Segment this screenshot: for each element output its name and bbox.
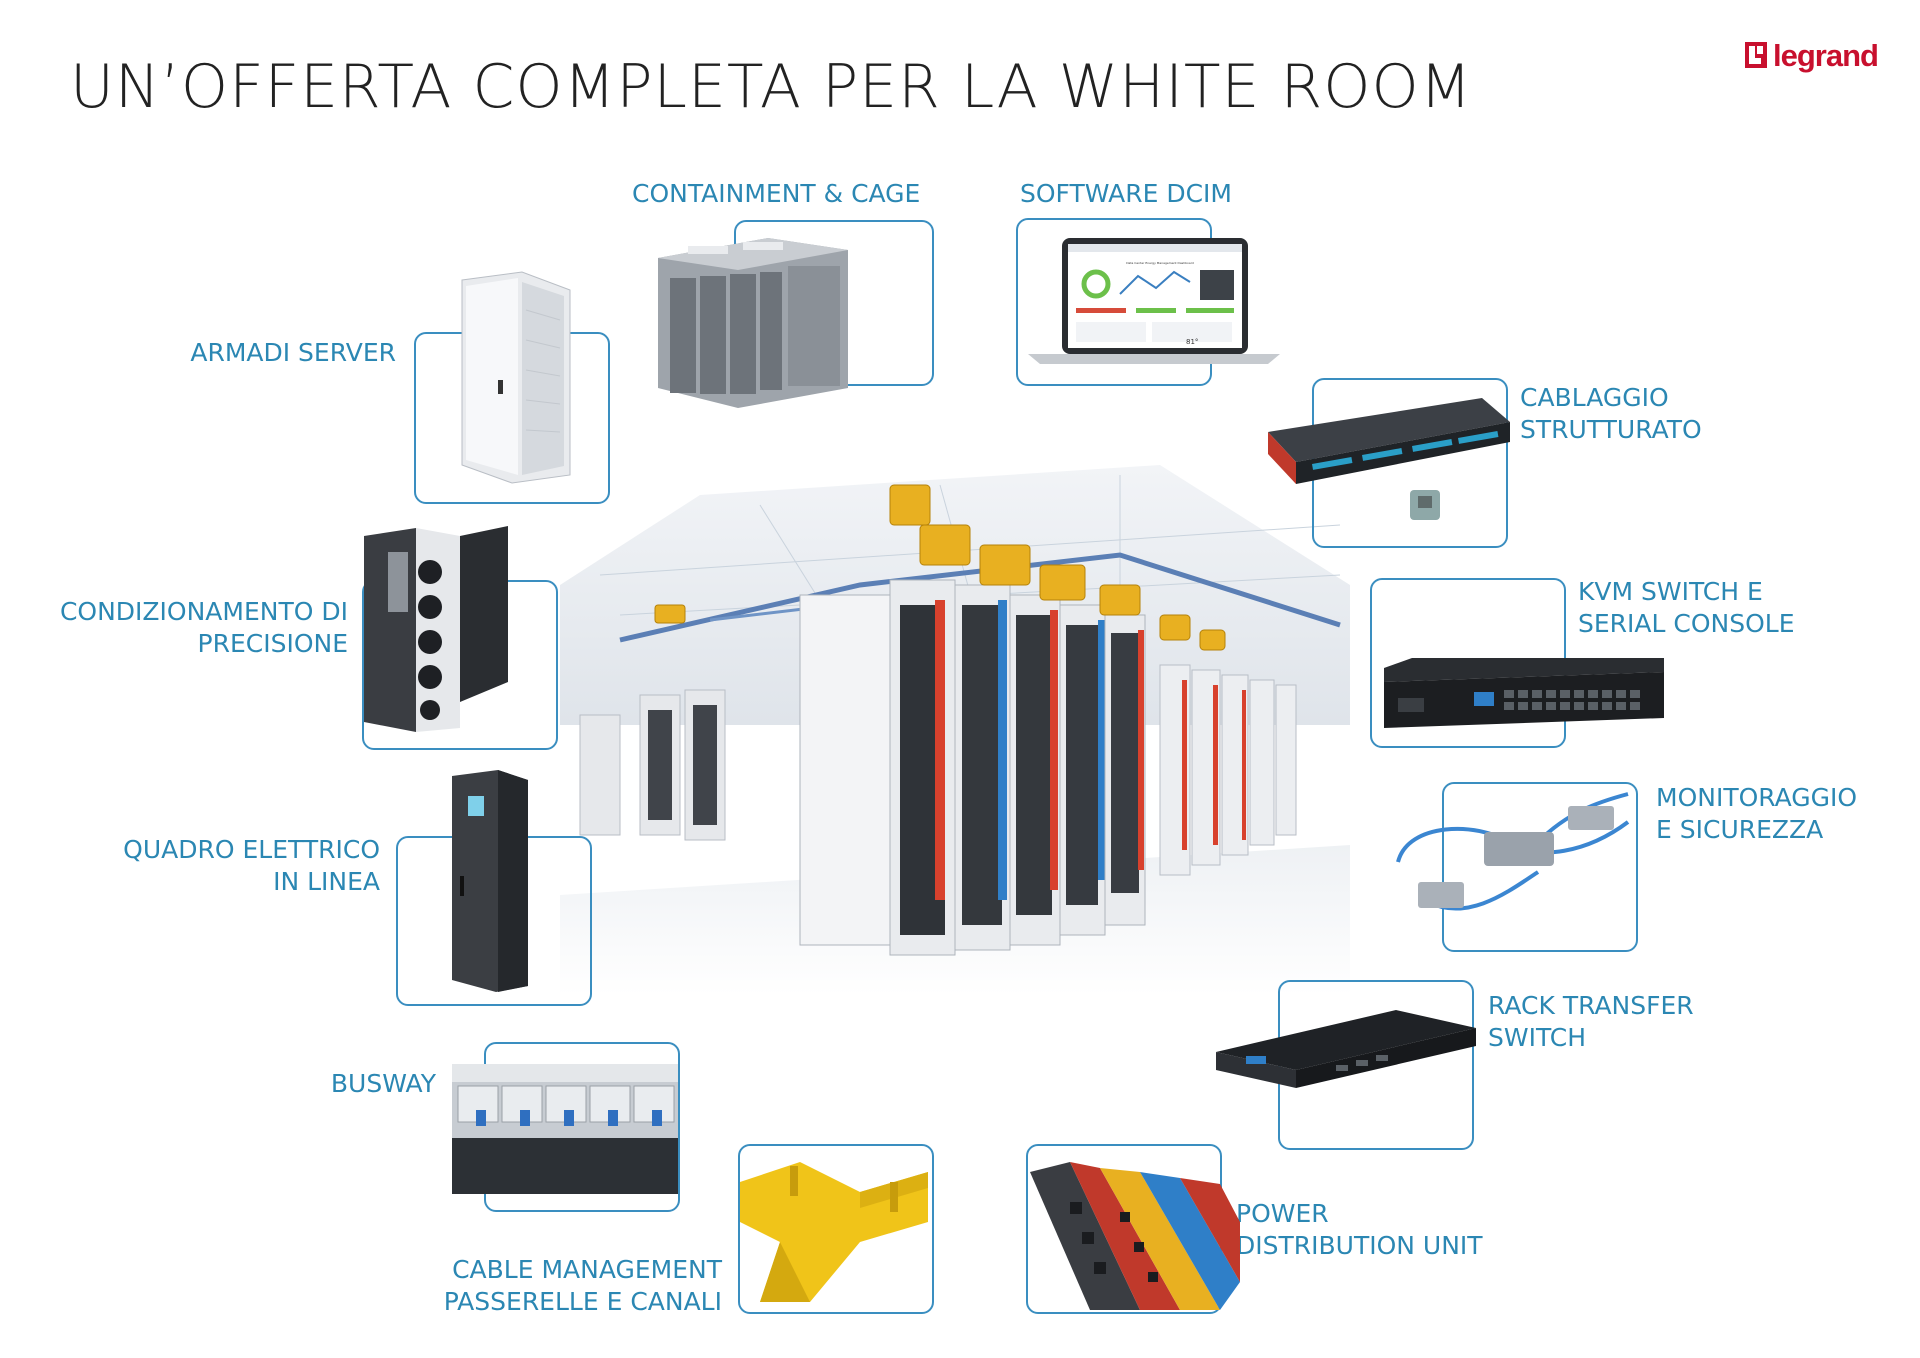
page-title: UN’OFFERTA COMPLETA PER LA WHITE ROOM bbox=[70, 52, 1473, 122]
sensor-monitoring-icon bbox=[1396, 792, 1630, 911]
transfer-switch-icon bbox=[1216, 1010, 1476, 1088]
pdu-icon bbox=[1030, 1162, 1240, 1310]
dashboard-temp-readout: 81° bbox=[1186, 338, 1199, 346]
server-cabinet-icon bbox=[461, 271, 571, 484]
label-condizionamento: CONDIZIONAMENTO DI PRECISIONE bbox=[59, 597, 348, 658]
legrand-logo: legrand bbox=[1745, 38, 1880, 78]
label-monitoraggio: MONITORAGGIO E SICUREZZA bbox=[1656, 783, 1858, 844]
label-quadro-elettrico: QUADRO ELETTRICO IN LINEA bbox=[123, 835, 380, 896]
dashboard-heading: Data Center Energy Management Dashboard bbox=[1126, 261, 1194, 265]
electrical-panel-icon bbox=[452, 770, 528, 992]
containment-cage-icon bbox=[658, 238, 848, 408]
label-cablaggio-strutturato: CABLAGGIO STRUTTURATO bbox=[1520, 383, 1702, 444]
label-pdu: POWER DISTRIBUTION UNIT bbox=[1236, 1199, 1483, 1260]
legrand-mark-icon bbox=[1745, 42, 1767, 68]
laptop-dashboard-icon bbox=[1028, 238, 1280, 364]
label-armadi-server: ARMADI SERVER bbox=[190, 338, 396, 367]
label-rack-transfer-switch: RACK TRANSFER SWITCH bbox=[1488, 991, 1694, 1052]
label-cable-management: CABLE MANAGEMENT PASSERELLE E CANALI bbox=[443, 1255, 722, 1316]
data-center-illustration bbox=[560, 465, 1350, 995]
busway-icon bbox=[452, 1064, 678, 1194]
precision-cooling-icon bbox=[364, 526, 508, 732]
frame-monitoraggio bbox=[1442, 782, 1638, 952]
frame-cable-management bbox=[738, 1144, 934, 1314]
label-busway: BUSWAY bbox=[330, 1069, 436, 1098]
label-kvm-switch: KVM SWITCH E SERIAL CONSOLE bbox=[1578, 577, 1795, 638]
brand-name: legrand bbox=[1773, 38, 1879, 73]
kvm-switch-icon bbox=[1384, 658, 1664, 728]
label-containment-cage: CONTAINMENT & CAGE bbox=[632, 179, 921, 208]
cable-tray-icon bbox=[740, 1162, 928, 1302]
label-software-dcim: SOFTWARE DCIM bbox=[1020, 179, 1232, 208]
patch-panel-icon bbox=[1268, 398, 1510, 520]
